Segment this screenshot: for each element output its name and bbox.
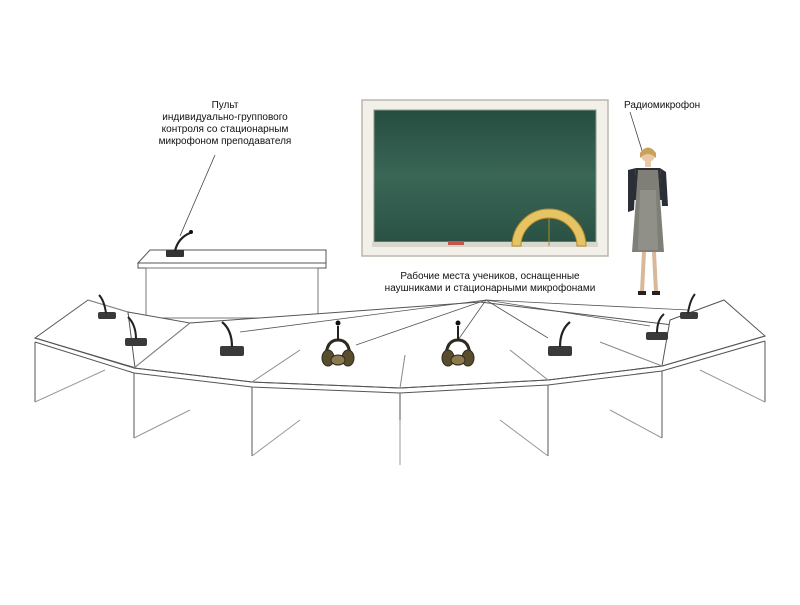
teacher-console-label-line: контроля со стационарным: [161, 124, 289, 135]
headset-icon: [321, 320, 355, 367]
teacher-console-mic-icon: [166, 230, 193, 257]
console-pointer-line: [179, 154, 216, 237]
student-desk-row: [33, 299, 767, 465]
teacher-console-label-line: индивидуально-группового: [162, 112, 288, 123]
student-workplaces-label-line: Рабочие места учеников, оснащенные: [400, 271, 580, 282]
student-microphone-icon: [646, 313, 668, 340]
student-microphone-icon: [125, 316, 147, 346]
student-microphone-icon: [98, 294, 116, 319]
student-workplaces-label-line: наушниками и стационарными микрофонами: [384, 283, 596, 294]
teacher-figure: [628, 111, 668, 295]
chalkboard: [361, 99, 609, 257]
teacher-console-label-line: Пульт: [211, 100, 239, 111]
protractor-icon: [511, 208, 587, 247]
student-microphone-icon: [548, 321, 572, 356]
chalk-tray: [372, 242, 598, 247]
chalk-piece: [448, 241, 464, 245]
student-microphone-icon: [680, 293, 698, 319]
teacher-desk: [136, 249, 327, 319]
student-workplaces-label: Рабочие места учеников, оснащенные наушн…: [380, 271, 600, 295]
teacher-console-label: Пульт индивидуально-группового контроля …: [130, 100, 320, 148]
student-pointer-lines: [239, 299, 689, 346]
radio-mic-label: Радиомикрофон: [624, 100, 700, 112]
radio-mic-label-text: Радиомикрофон: [624, 100, 701, 111]
teacher-console-label-line: микрофоном преподавателя: [158, 136, 292, 147]
headset-icon: [441, 320, 475, 367]
student-microphone-icon: [220, 321, 244, 356]
chalkboard-surface: [373, 109, 597, 243]
